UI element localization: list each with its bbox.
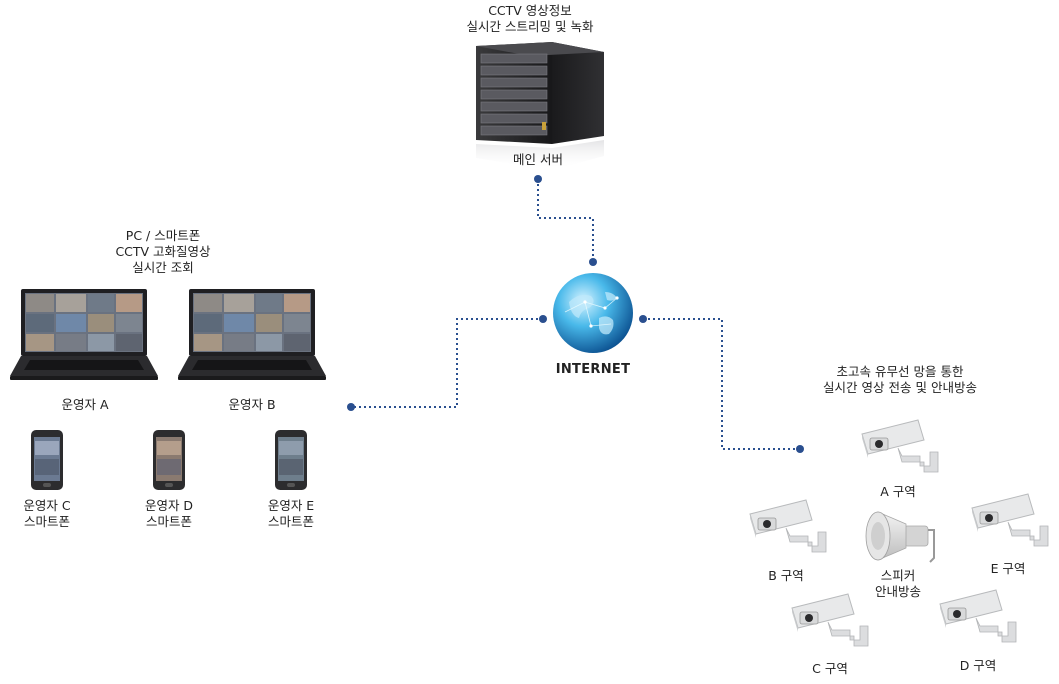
- camera-node: [796, 445, 804, 453]
- laptop-icon: [10, 289, 158, 380]
- phone-d-label: 운영자 D 스마트폰: [122, 498, 216, 530]
- pc-caption: PC / 스마트폰 CCTV 고화질영상 실시간 조회: [83, 228, 243, 276]
- camera-caption: 초고속 유무선 망을 통한 실시간 영상 전송 및 안내방송: [795, 364, 1005, 396]
- cctv-camera-icon: [939, 589, 1017, 643]
- phone-label-line: 운영자 D: [144, 498, 194, 513]
- internet-left-node: [539, 315, 547, 323]
- server-caption-line: 실시간 스트리밍 및 녹화: [466, 19, 594, 34]
- zone-a-label: A 구역: [880, 484, 916, 499]
- internet-right-node: [639, 315, 647, 323]
- cctv-camera-icon: [791, 593, 869, 647]
- zone-c-label: C 구역: [812, 661, 848, 676]
- cctv-camera-icon: [749, 499, 827, 553]
- smartphone-icon: [153, 430, 185, 490]
- internet-camera-link: [643, 318, 800, 450]
- camera-caption-line: 실시간 영상 전송 및 안내방송: [823, 380, 977, 395]
- zone-b-label: B 구역: [768, 568, 804, 583]
- laptop-a-label: 운영자 A: [61, 397, 109, 412]
- cctv-camera-icon: [861, 419, 939, 473]
- cctv-camera-icon: [971, 493, 1049, 547]
- speaker-label-line: 안내방송: [874, 584, 921, 599]
- pc-caption-line: 실시간 조회: [132, 260, 194, 275]
- smartphone-icon: [31, 430, 63, 490]
- internet-top-node: [589, 258, 597, 266]
- speaker-label-line: 스피커: [880, 568, 916, 583]
- server-internet-link: [537, 179, 594, 262]
- server-caption: CCTV 영상정보 실시간 스트리밍 및 녹화: [430, 3, 630, 35]
- zone-d-label: D 구역: [959, 658, 997, 673]
- internet-pc-link: [351, 318, 543, 408]
- server-rack-icon: [476, 42, 604, 170]
- pc-caption-line: PC / 스마트폰: [125, 228, 201, 243]
- globe-icon: [553, 273, 633, 353]
- zone-e-label: E 구역: [990, 561, 1026, 576]
- phone-c-label: 운영자 C 스마트폰: [0, 498, 94, 530]
- internet-label: INTERNET: [555, 362, 631, 377]
- smartphone-icon: [275, 430, 307, 490]
- pc-caption-line: CCTV 고화질영상: [115, 244, 211, 259]
- server-caption-line: CCTV 영상정보: [488, 3, 572, 18]
- camera-caption-line: 초고속 유무선 망을 통한: [836, 364, 964, 379]
- phone-label-line: 운영자 C: [23, 498, 71, 513]
- phone-label-line: 스마트폰: [23, 514, 70, 529]
- laptop-icon: [178, 289, 326, 380]
- phone-e-label: 운영자 E 스마트폰: [244, 498, 338, 530]
- pc-node: [347, 403, 355, 411]
- phone-label-line: 스마트폰: [145, 514, 192, 529]
- speaker-label: 스피커 안내방송: [858, 568, 938, 600]
- laptop-b-label: 운영자 B: [228, 397, 276, 412]
- server-node: [534, 175, 542, 183]
- speaker-horn-icon: [865, 511, 935, 563]
- phone-label-line: 운영자 E: [267, 498, 315, 513]
- server-label: 메인 서버: [513, 152, 563, 167]
- phone-label-line: 스마트폰: [267, 514, 314, 529]
